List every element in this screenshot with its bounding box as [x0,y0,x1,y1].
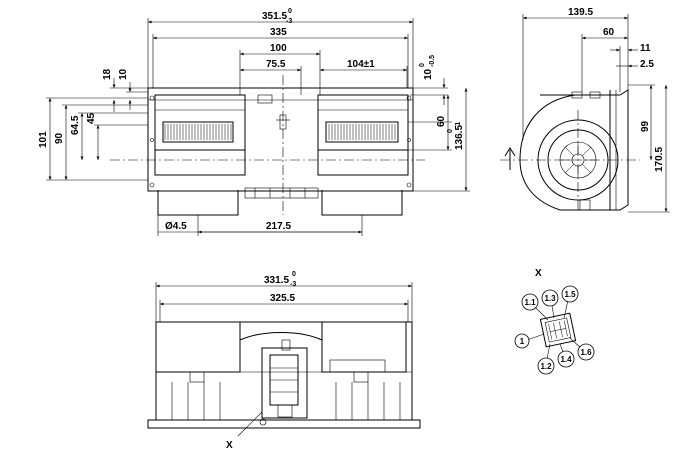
svg-text:1.3: 1.3 [544,294,556,303]
bottom-view: X 331.5 0 -3 325.5 [147,271,421,451]
dim-side-2-5: 2.5 [640,59,654,70]
dim-side-11: 11 [640,43,651,54]
dim-left-64-5: 64.5 [70,115,81,135]
pin-callout-1-6: 1.6 [577,343,595,361]
dim-side-170-5: 170.5 [654,147,665,172]
detail-x-view: X 1.1 1.3 1.5 [514,268,595,375]
dim-top-tol-lower: -0.5 [429,55,436,67]
dim-inner-width: 335 [270,27,287,38]
pin-callout-1: 1 [514,333,530,349]
dim-bottom-overall-width: 331.5 [264,275,289,286]
dim-overall-width: 351.5 [262,11,287,22]
dim-top-offset: 10 [423,68,434,80]
detail-x-title: X [535,268,542,279]
dim-side-60: 60 [603,27,615,38]
dim-center-half: 75.5 [266,59,286,70]
front-view: 351.5 0 -3 335 100 75.5 104±1 10 0 -0.5 [38,8,470,236]
svg-text:1: 1 [520,337,525,346]
pin-callout-1-2: 1.2 [537,357,555,375]
left-outlet-grille [164,124,232,140]
pin-callout-1-3: 1.3 [541,289,559,307]
svg-text:1.4: 1.4 [560,355,572,364]
dim-left-10: 10 [118,68,129,80]
pin-callout-1-1: 1.1 [521,293,539,311]
dim-bottom-tol-upper: 0 [292,271,296,278]
detail-x-marker: X [226,440,233,451]
dim-left-101: 101 [38,131,49,148]
svg-text:1.1: 1.1 [524,298,536,307]
pin-callout-1-5: 1.5 [561,285,579,303]
svg-text:1.2: 1.2 [540,362,552,371]
dim-total-height: 136.5 [454,125,465,150]
dim-left-18: 18 [102,68,113,80]
dim-center-distance: 100 [270,43,287,54]
dim-top-tol-upper: 0 [419,63,426,67]
bottom-ribs [171,382,401,420]
svg-text:1.5: 1.5 [564,290,576,299]
side-view: 139.5 60 11 2.5 99 170.5 [500,7,670,213]
dim-bottom-tol-lower: -3 [290,281,296,288]
dim-right-offset: 104±1 [347,59,375,70]
svg-text:1.6: 1.6 [580,348,592,357]
dim-height-tol-lower: -1 [455,122,462,128]
dim-height-tol-upper: 0 [447,129,454,133]
dim-side-depth: 139.5 [568,7,593,18]
right-outlet-grille [328,124,396,140]
dim-left-45: 45 [86,112,97,124]
dim-overall-tol-upper: 0 [288,8,292,15]
dim-hole-spacing: 217.5 [266,221,291,232]
dim-overall-tol-lower: -3 [286,18,292,25]
dim-hole-diameter: Ø4.5 [165,221,187,232]
dim-bottom-inner-width: 325.5 [270,293,295,304]
pin-callout-1-4: 1.4 [557,350,575,368]
dim-outlet-height: 60 [436,115,447,127]
rotation-arrow-icon [504,147,516,170]
dim-side-99: 99 [640,120,651,132]
dim-left-90: 90 [54,132,65,144]
